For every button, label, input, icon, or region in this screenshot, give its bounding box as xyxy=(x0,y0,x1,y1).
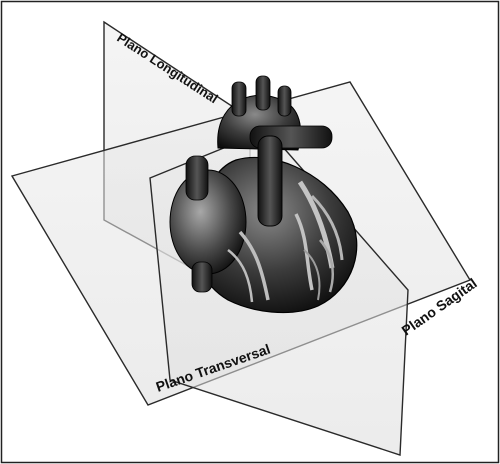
anatomical-planes-diagram: Plano Longitudinal Plano Transversal Pla… xyxy=(0,0,500,464)
